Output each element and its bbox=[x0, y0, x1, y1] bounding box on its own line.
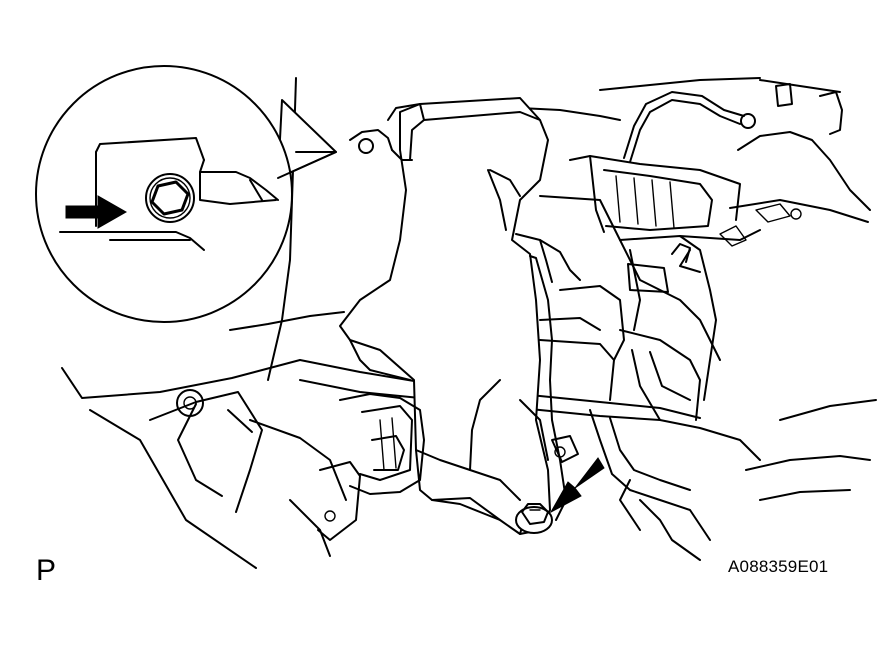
relay-block bbox=[539, 155, 802, 421]
inset-bolt bbox=[145, 173, 195, 223]
bracket-bolt bbox=[515, 503, 553, 534]
hose-clamp bbox=[551, 435, 579, 463]
figure-id: A088359E01 bbox=[728, 557, 829, 576]
view-label: P bbox=[36, 554, 57, 587]
arrow-icon bbox=[65, 195, 128, 229]
wire-harness bbox=[299, 91, 761, 561]
inset-detail bbox=[35, 65, 337, 323]
bracket-assembly bbox=[339, 97, 581, 535]
arrow-icon bbox=[549, 457, 605, 514]
chassis-outline bbox=[61, 77, 877, 569]
clamp bbox=[317, 393, 425, 541]
